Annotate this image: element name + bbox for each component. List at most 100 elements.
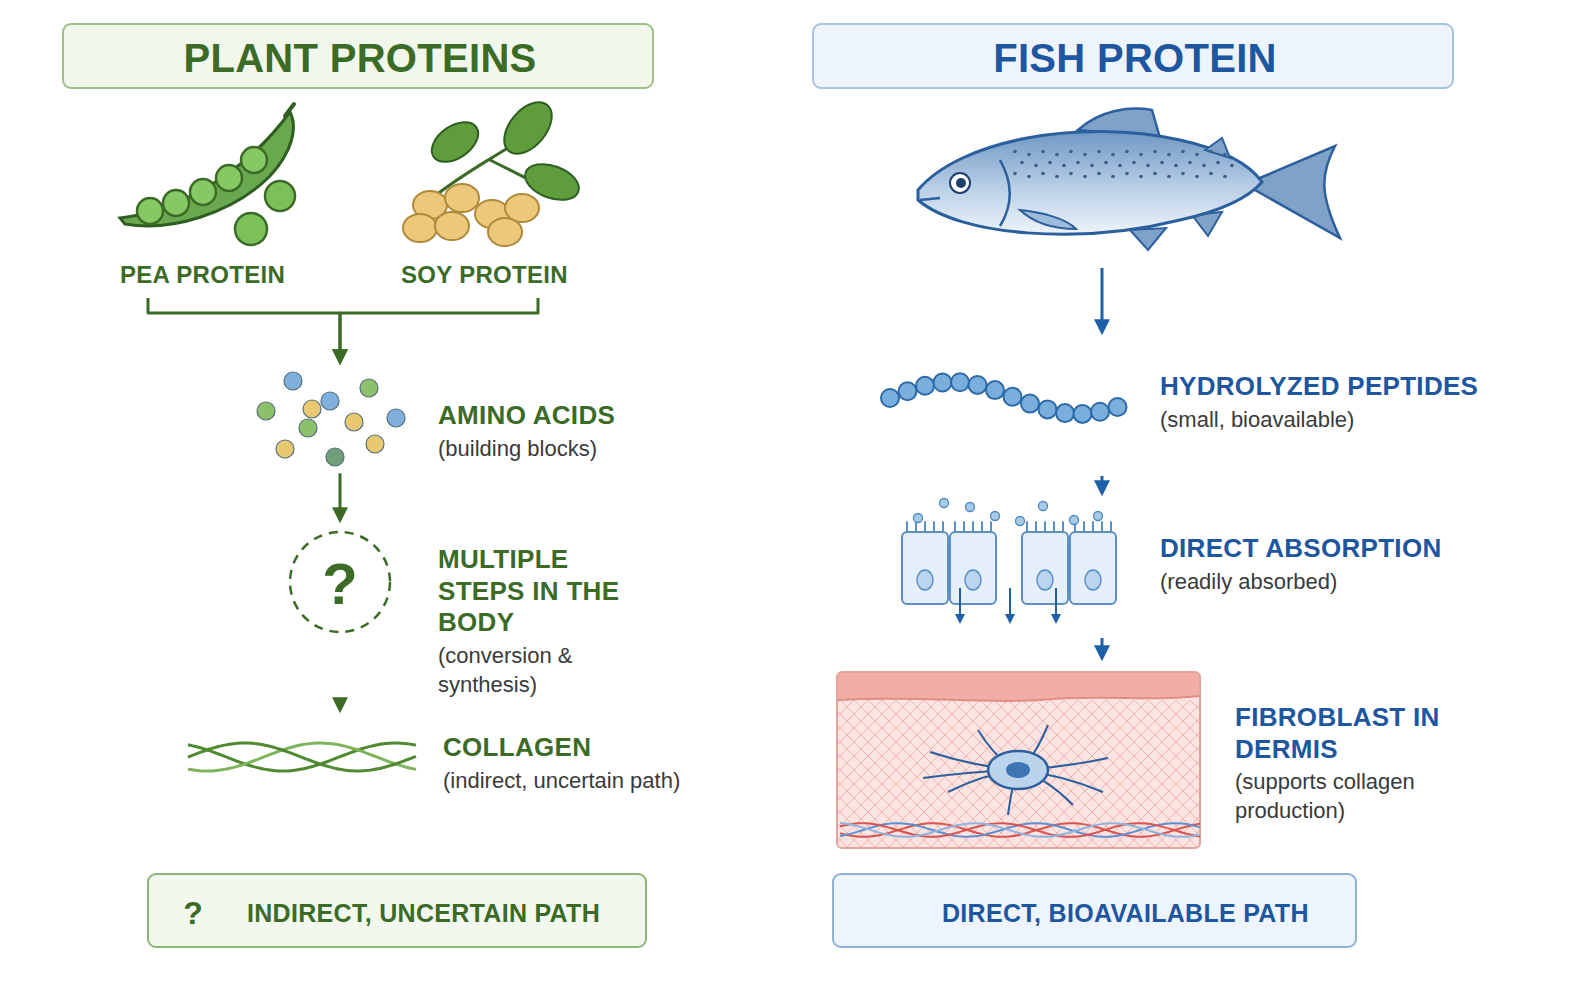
amino-acid-dots-part — [366, 435, 384, 453]
node-heading: AMINO ACIDS — [438, 400, 615, 432]
intestinal-cells-part — [972, 522, 974, 532]
intestinal-cells-part — [990, 522, 992, 532]
collagen-strands-part — [188, 743, 416, 771]
amino-acid-dots-part — [299, 419, 317, 437]
intestinal-cells-part — [1005, 614, 1015, 624]
intestinal-cells-part — [963, 522, 965, 532]
dermis-block — [837, 672, 1200, 848]
amino-acid-dots-part — [321, 392, 339, 410]
intestinal-cells-part — [1085, 570, 1101, 590]
soy-plant-part — [425, 114, 486, 170]
fish-part-part — [1125, 172, 1129, 176]
fish-part-part — [1062, 164, 1066, 168]
flow-arrow — [1101, 268, 1104, 332]
amino-acid-dots — [257, 372, 405, 466]
question-mark: ? — [183, 897, 203, 929]
fish-part-part — [1069, 150, 1073, 154]
peptide-chain-part — [951, 373, 969, 391]
dermis-block-part-part — [840, 823, 1200, 837]
node-heading: MULTIPLE STEPS IN THE BODY — [438, 544, 653, 639]
soy-plant-part — [403, 184, 539, 246]
peptide-chain — [881, 373, 1127, 423]
dermis-block-part — [840, 823, 1200, 837]
soy-plant-part-part — [435, 212, 469, 240]
amino-acid-dots-part — [276, 440, 294, 458]
soy-plant-part-part — [488, 218, 522, 246]
intestinal-cells-part — [1110, 522, 1112, 532]
fish-part-part — [1055, 153, 1059, 157]
flow-arrow — [1101, 476, 1104, 493]
process-step: AMINO ACIDS(building blocks) — [250, 362, 710, 471]
fish-part-part — [1097, 150, 1101, 154]
fish-part-part — [1041, 150, 1045, 154]
fish-part-part — [1181, 172, 1185, 176]
amino-acid-dots-part — [345, 413, 363, 431]
fish-part-part — [1097, 172, 1101, 176]
soy-plant — [403, 93, 584, 246]
fish-part — [956, 178, 966, 188]
pea-pod-part — [120, 112, 293, 226]
intestinal-cells-part — [1101, 522, 1103, 532]
text-block: MULTIPLE STEPS IN THE BODY(conversion & … — [438, 544, 653, 699]
fish-part-part — [1013, 150, 1017, 154]
intestinal-cells-part — [1022, 532, 1068, 604]
peptide-chain-part — [1109, 398, 1127, 416]
fish-part-part — [1048, 161, 1052, 165]
fish-part-part — [1160, 161, 1164, 165]
text-block: PLANT PROTEINS — [183, 34, 536, 83]
fish-part-part — [1090, 164, 1094, 168]
pea-pod-part-part — [163, 190, 189, 216]
fish-part-part — [1041, 172, 1045, 176]
verdict-box: DIRECT, BIOAVAILABLE PATH — [832, 873, 1357, 948]
amino-acid-dots-part — [360, 379, 378, 397]
intestinal-cells-part — [1026, 522, 1028, 532]
dermis-block-part — [837, 672, 1200, 848]
amino-acid-dots-part — [387, 409, 405, 427]
fish-part-part — [1195, 175, 1199, 179]
fish-part-part — [1223, 153, 1227, 157]
flow-arrow — [339, 473, 342, 520]
text-block: SOY PROTEIN — [401, 260, 568, 289]
fish-part-part — [1083, 175, 1087, 179]
fish-part-part — [1083, 153, 1087, 157]
section-header: PLANT PROTEINS — [62, 23, 654, 89]
peptide-chain-part — [916, 377, 934, 395]
fish-part-part — [1223, 175, 1227, 179]
fish-part-part — [1153, 172, 1157, 176]
fish-part-part — [1027, 153, 1031, 157]
intestinal-cells-part — [1070, 532, 1116, 604]
fish-part-part — [1111, 153, 1115, 157]
node-heading: DIRECT, BIOAVAILABLE PATH — [942, 898, 1309, 929]
result-step: COLLAGEN(indirect, uncertain path) — [185, 712, 705, 804]
flow-arrow — [148, 298, 340, 362]
fish-part-part — [1167, 175, 1171, 179]
peptide-chain-part — [969, 376, 987, 394]
pea-pod-part-part — [216, 165, 242, 191]
intestinal-cells-part — [902, 532, 948, 604]
intestinal-cells-part — [933, 522, 935, 532]
peptide-chain-part — [1004, 388, 1022, 406]
dermis-block-part — [838, 700, 1199, 847]
intestinal-cells-part — [917, 570, 933, 590]
process-step: DIRECT ABSORPTION (readily absorbed) — [895, 495, 1458, 636]
intestinal-cells-part — [1094, 512, 1103, 521]
fish-part — [920, 198, 940, 200]
amino-acid-dots-part — [303, 400, 321, 418]
intestinal-cells-part — [1083, 522, 1085, 532]
fish-part-part — [1146, 164, 1150, 168]
node-heading: DIRECT ABSORPTION — [1160, 533, 1441, 565]
pea-pod-part-part — [241, 147, 267, 173]
text-block: FISH PROTEIN — [993, 34, 1277, 83]
node-subtext: (readily absorbed) — [1160, 568, 1441, 597]
dermis-block-part — [923, 725, 1108, 815]
fish-part-part — [1216, 161, 1220, 165]
soy-plant-part — [495, 93, 561, 162]
fish-part-part — [1195, 153, 1199, 157]
dermis-block-part — [838, 696, 1199, 701]
fish-part-part — [1132, 161, 1136, 165]
node-subtext: (indirect, uncertain path) — [443, 767, 680, 796]
intestinal-cells-part — [950, 532, 996, 604]
intestinal-cells-part — [954, 522, 956, 532]
fish-part-part — [1020, 161, 1024, 165]
